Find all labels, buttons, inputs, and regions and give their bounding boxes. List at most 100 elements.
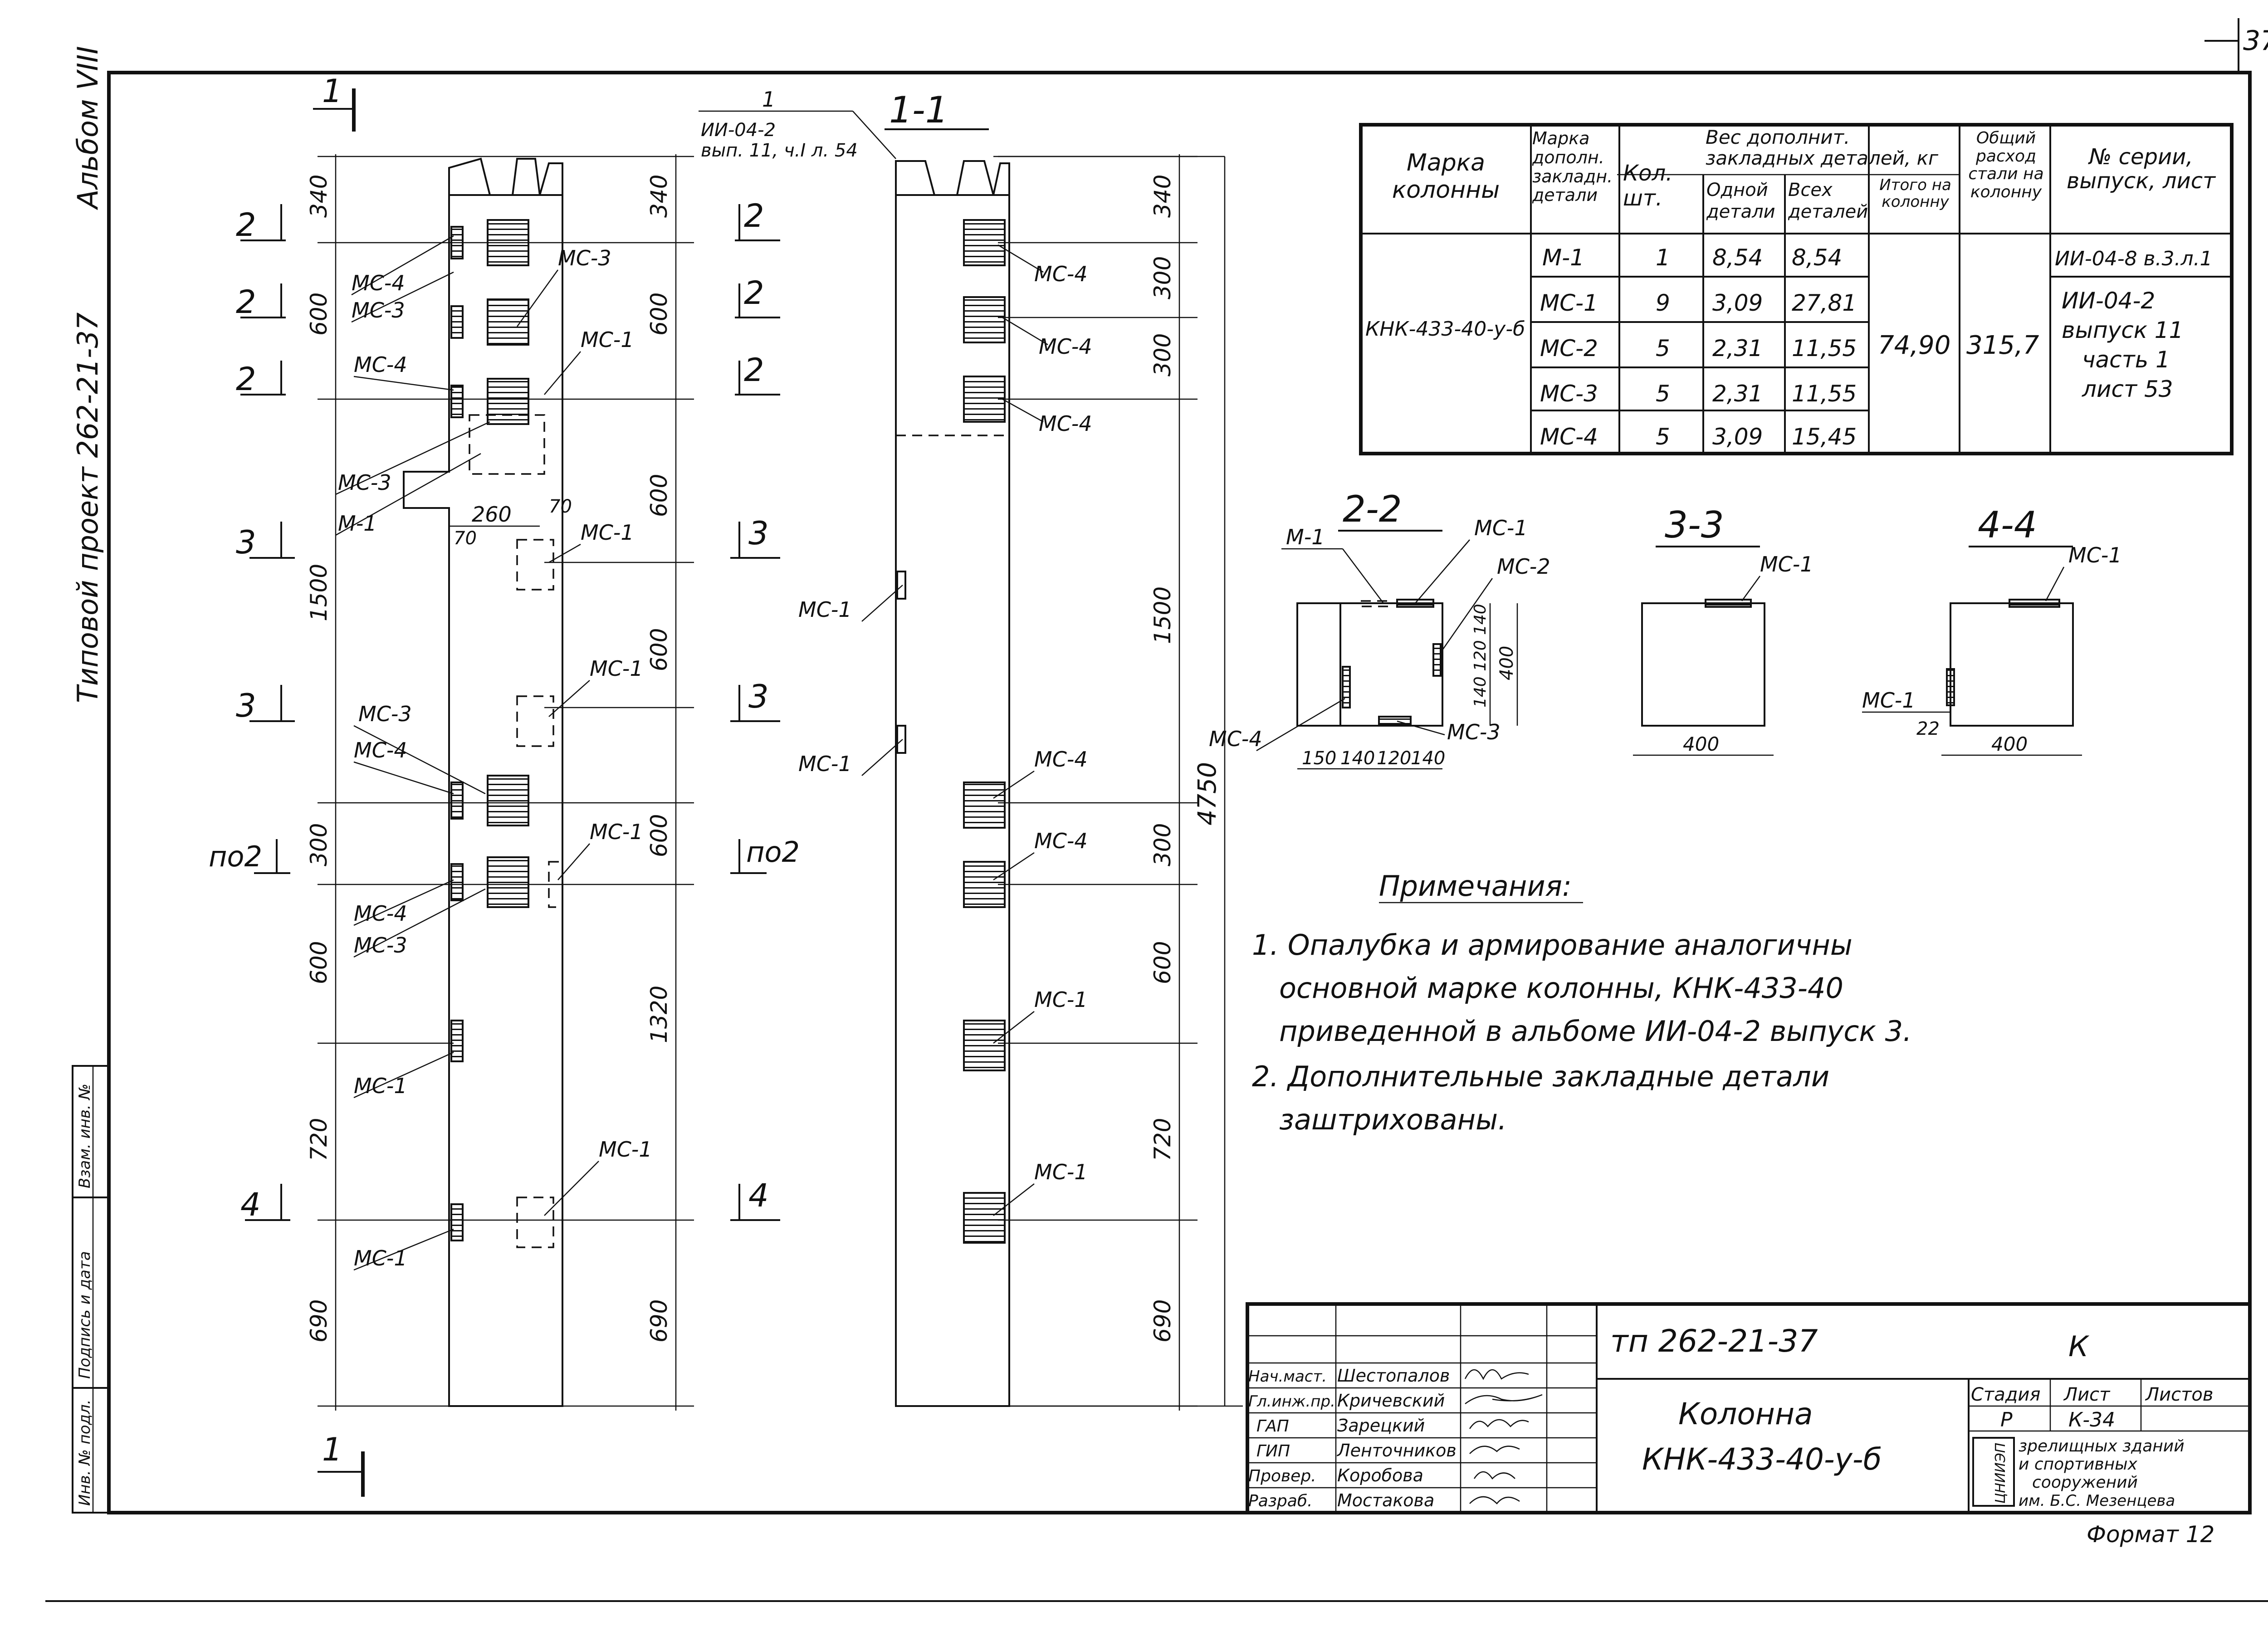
tb-letter: К <box>2068 1330 2090 1363</box>
tb-stage: Р <box>2000 1408 2013 1431</box>
svg-text:3: 3 <box>748 515 769 552</box>
project-label: Типовой проект 262-21-37 <box>71 313 104 703</box>
page-number: 37 <box>2243 25 2268 57</box>
dim-r-2: 600 <box>646 474 672 517</box>
note-3: 2. Дополнительные закладные детали <box>1252 1060 1829 1093</box>
svg-text:по2: по2 <box>209 840 262 873</box>
notes-title: Примечания: <box>1379 869 1572 903</box>
svg-text:4: 4 <box>240 1186 261 1223</box>
td-r4-qty: 5 <box>1656 424 1670 450</box>
section-4-4: 4-4 МС-1 МС-1 22 400 <box>1862 504 2122 756</box>
svg-text:120: 120 <box>1377 748 1411 769</box>
svg-text:2: 2 <box>744 197 764 234</box>
section-mark-1-top: 1 <box>313 73 356 132</box>
lbl-v1-14: МС-1 <box>354 1074 407 1098</box>
svg-text:Шестопалов: Шестопалов <box>1337 1366 1450 1386</box>
tb-roles: Нач.маст. Шестопалов Гл.инж.пр. Кричевск… <box>1248 1366 1457 1510</box>
sheet-frame: 37 <box>45 18 2268 1602</box>
svg-text:МС-1: МС-1 <box>798 597 852 622</box>
td-series-2d: лист 53 <box>2082 376 2173 402</box>
embed-ms1-dashed-b <box>516 695 554 747</box>
column11-head <box>895 160 1010 195</box>
svg-text:400: 400 <box>1991 733 2028 755</box>
tb-format: Формат 12 <box>2087 1521 2214 1548</box>
stamp-replace: Взам. инв. № <box>76 1084 94 1188</box>
embed-ms4-a <box>450 226 464 259</box>
svg-text:140: 140 <box>1340 748 1375 769</box>
svg-text:МС-1: МС-1 <box>1034 987 1088 1012</box>
view-1-elevation: 1 1 340 600 1500 300 600 720 <box>209 73 800 1497</box>
section-mark-1-bottom: 1 <box>318 1431 365 1497</box>
tb-name-2: КНК-433-40-у-б <box>1642 1442 1882 1477</box>
svg-text:ГИП: ГИП <box>1256 1442 1290 1460</box>
embed-ms4-d <box>450 781 464 820</box>
leaders-view11: МС-4 МС-4 МС-4 МС-1 МС-1 МС-4 МС-4 МС-1 … <box>798 244 1092 1216</box>
lbl-v1-4: М-1 <box>338 511 377 536</box>
lbl-v1-16: МС-1 <box>354 1246 407 1270</box>
td-r0-qty: 1 <box>1656 244 1670 271</box>
svg-text:1: 1 <box>322 1431 342 1468</box>
dim-l-5: 720 <box>306 1118 332 1161</box>
svg-text:по2: по2 <box>746 835 800 869</box>
svg-text:Разраб.: Разраб. <box>1248 1492 1312 1510</box>
s33-lbl-0: МС-1 <box>1760 552 1813 576</box>
album-label: Альбом VIII <box>71 46 104 211</box>
th-total: Итого на колонну <box>1879 177 1951 211</box>
note-4: заштрихованы. <box>1279 1103 1507 1136</box>
td-r4-mark: МС-4 <box>1540 424 1598 450</box>
svg-text:300: 300 <box>1149 823 1176 866</box>
svg-text:Гл.инж.пр.: Гл.инж.пр. <box>1248 1392 1335 1411</box>
td-r0-all: 8,54 <box>1792 244 1842 271</box>
org-logo: ЦНИИЭП <box>1993 1443 2009 1504</box>
s22-lbl-0: М-1 <box>1286 525 1325 549</box>
s22-lbl-1: МС-1 <box>1474 516 1528 540</box>
note-0: 1. Опалубка и армирование аналогичны <box>1252 928 1853 962</box>
s33-title: 3-3 <box>1665 504 1724 546</box>
td-total: 74,90 <box>1878 331 1950 360</box>
svg-text:1: 1 <box>322 73 342 110</box>
td-r1-qty: 9 <box>1656 290 1670 316</box>
svg-text:ГАП: ГАП <box>1256 1417 1289 1436</box>
th-weight: Вес дополнит. закладных деталей, кг <box>1706 127 1939 170</box>
svg-text:МС-4: МС-4 <box>1039 334 1092 359</box>
section-3-3: 3-3 МС-1 400 <box>1633 504 1813 756</box>
lbl-v1-2: МС-4 <box>354 352 407 377</box>
lbl-v1-15: МС-1 <box>599 1137 652 1162</box>
dim11-total: 4750 <box>1193 762 1222 825</box>
svg-text:Мостакова: Мостакова <box>1337 1490 1434 1510</box>
th-steel: Общий расход стали на колонну <box>1968 129 2044 201</box>
view-1-1: 1-1 1 ИИ-04-2 вып. 11, ч.I л. 54 340 300… <box>699 87 1243 1411</box>
dim-l-0: 340 <box>306 175 332 218</box>
signatures <box>1464 1369 1543 1504</box>
tb-org-2: сооружений <box>2032 1473 2138 1492</box>
td-r2-mark: МС-2 <box>1540 335 1598 361</box>
lbl-v1-6: МС-4 <box>354 738 407 762</box>
svg-text:120: 120 <box>1471 640 1490 671</box>
view11-ref-1: ИИ-04-2 <box>701 120 776 141</box>
column-outline <box>403 194 563 1407</box>
tb-sheets-hdr: Листов <box>2145 1384 2213 1405</box>
dim11-ext <box>993 156 1243 1407</box>
svg-text:340: 340 <box>1149 175 1176 218</box>
lbl-v1-8: МС-3 <box>354 933 407 957</box>
tb-org-1: и спортивных <box>2019 1455 2138 1474</box>
note-1: основной марке колонны, КНК-433-40 <box>1279 972 1843 1005</box>
lbl-v1-13: МС-1 <box>590 820 643 844</box>
tb-name-1: Колонна <box>1678 1397 1813 1431</box>
td-r4-all: 15,45 <box>1792 424 1857 450</box>
svg-text:3: 3 <box>236 687 256 724</box>
s22-title: 2-2 <box>1343 488 1402 530</box>
stamp-sign: Подпись и дата <box>76 1251 94 1379</box>
dim-r-3: 600 <box>646 628 672 671</box>
td-r2-one: 2,31 <box>1712 335 1763 361</box>
td-r4-one: 3,09 <box>1712 424 1763 450</box>
dim-l-6: 690 <box>306 1299 332 1343</box>
svg-text:2: 2 <box>744 274 764 312</box>
embed-ms3-b <box>487 298 529 346</box>
td-r0-mark: М-1 <box>1542 244 1584 271</box>
svg-text:720: 720 <box>1149 1118 1176 1161</box>
dim-r-5: 1320 <box>646 986 672 1043</box>
lbl-v1-11: МС-3 <box>358 702 412 726</box>
dim-m-0: 260 <box>472 502 512 527</box>
svg-text:140: 140 <box>1471 676 1490 708</box>
